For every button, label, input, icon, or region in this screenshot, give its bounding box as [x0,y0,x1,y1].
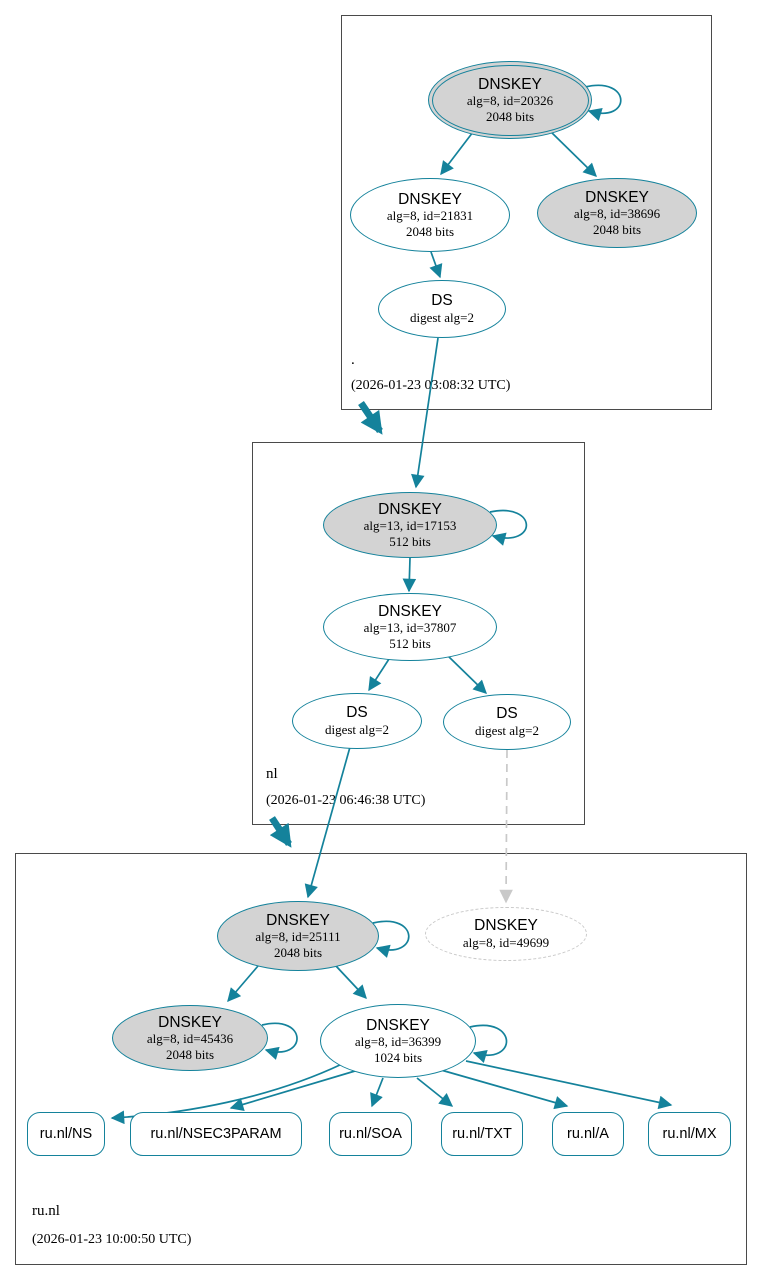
rrset-ru-nl-nsec3param[interactable]: ru.nl/NSEC3PARAM [130,1112,302,1156]
rrset-label: ru.nl/A [567,1126,609,1142]
node-detail: digest alg=2 [324,722,390,738]
node-bits: 512 bits [389,533,431,549]
node-detail: alg=8, id=36399 [354,1034,442,1050]
node-bits: 512 bits [389,635,431,651]
node-bits: 2048 bits [592,221,642,237]
node-bits: 1024 bits [373,1049,423,1065]
node-detail: alg=8, id=25111 [255,929,341,945]
zone-box-runl [15,853,747,1265]
dnskey-node-21831[interactable]: DNSKEY alg=8, id=21831 2048 bits [350,178,510,252]
dnskey-node-20326-trust-anchor[interactable]: DNSKEY alg=8, id=20326 2048 bits [428,61,592,139]
node-title: DS [496,705,518,723]
ds-node-nl-2[interactable]: DS digest alg=2 [443,694,571,750]
node-title: DNSKEY [585,188,649,206]
node-title: DS [346,704,368,722]
node-bits: 2048 bits [485,108,535,124]
node-detail: digest alg=2 [409,310,475,326]
node-bits: 2048 bits [273,944,323,960]
node-title: DNSKEY [398,190,462,208]
zone-box-root [341,15,712,410]
node-detail: alg=8, id=20326 [466,93,554,109]
dnskey-node-36399[interactable]: DNSKEY alg=8, id=36399 1024 bits [320,1004,476,1078]
zone-timestamp-root: (2026-01-23 03:08:32 UTC) [351,378,511,393]
dnskey-node-37807[interactable]: DNSKEY alg=13, id=37807 512 bits [323,593,497,661]
rrset-label: ru.nl/NSEC3PARAM [150,1126,282,1142]
node-detail: digest alg=2 [474,723,540,739]
node-detail: alg=13, id=17153 [363,518,457,534]
node-detail: alg=8, id=45436 [146,1031,234,1047]
rrset-label: ru.nl/TXT [452,1126,512,1142]
zone-label-nl: nl [266,766,278,782]
zone-timestamp-runl: (2026-01-23 10:00:50 UTC) [32,1232,192,1247]
rrset-label: ru.nl/NS [39,1126,93,1142]
node-detail: alg=8, id=21831 [386,208,474,224]
node-title: DNSKEY [478,75,542,93]
dnskey-node-38696[interactable]: DNSKEY alg=8, id=38696 2048 bits [537,178,697,248]
node-detail: alg=8, id=49699 [462,935,550,951]
node-title: DNSKEY [474,917,538,935]
rrset-label: ru.nl/SOA [339,1126,402,1142]
node-bits: 2048 bits [165,1046,215,1062]
node-detail: alg=8, id=38696 [573,206,661,222]
node-title: DNSKEY [158,1013,222,1031]
rrset-ru-nl-soa[interactable]: ru.nl/SOA [329,1112,412,1156]
node-bits: 2048 bits [405,223,455,239]
node-detail: alg=13, id=37807 [363,620,457,636]
rrset-label: ru.nl/MX [662,1126,717,1142]
node-title: DNSKEY [378,602,442,620]
ds-node-root[interactable]: DS digest alg=2 [378,280,506,338]
dnskey-node-45436[interactable]: DNSKEY alg=8, id=45436 2048 bits [112,1005,268,1071]
rrset-ru-nl-ns[interactable]: ru.nl/NS [27,1112,105,1156]
zone-label-runl: ru.nl [32,1203,60,1219]
zone-timestamp-nl: (2026-01-23 06:46:38 UTC) [266,793,426,808]
zone-label-root: . [351,352,355,368]
node-title: DS [431,292,453,310]
ds-node-nl-1[interactable]: DS digest alg=2 [292,693,422,749]
rrset-ru-nl-a[interactable]: ru.nl/A [552,1112,624,1156]
rrset-ru-nl-mx[interactable]: ru.nl/MX [648,1112,731,1156]
dnskey-node-25111[interactable]: DNSKEY alg=8, id=25111 2048 bits [217,901,379,971]
dnskey-node-49699-missing[interactable]: DNSKEY alg=8, id=49699 [425,907,587,961]
rrset-ru-nl-txt[interactable]: ru.nl/TXT [441,1112,523,1156]
node-title: DNSKEY [378,500,442,518]
dnskey-node-17153[interactable]: DNSKEY alg=13, id=17153 512 bits [323,492,497,558]
node-title: DNSKEY [366,1016,430,1034]
node-title: DNSKEY [266,911,330,929]
